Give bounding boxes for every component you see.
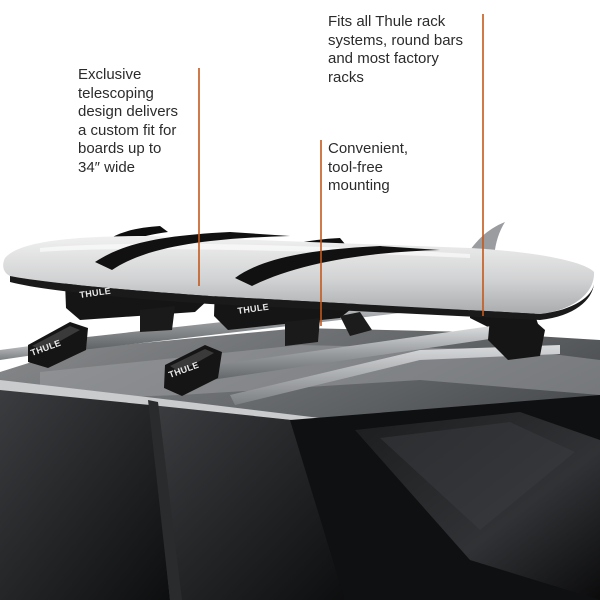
callout-telescoping-text: Exclusive telescoping design delivers a … (78, 66, 179, 176)
front-crossbar (164, 308, 545, 396)
car-body (0, 328, 600, 600)
brand-logo-rear: THULE (79, 286, 112, 300)
callout-tool-free-text: Convenient, tool-free mounting (328, 140, 409, 194)
board-straps (95, 232, 440, 286)
brand-logo-front: THULE (237, 302, 270, 316)
callout-fits-all-text: Fits all Thule rack systems, round bars … (328, 13, 464, 86)
callout-lines (198, 14, 484, 326)
side-window (0, 385, 170, 600)
